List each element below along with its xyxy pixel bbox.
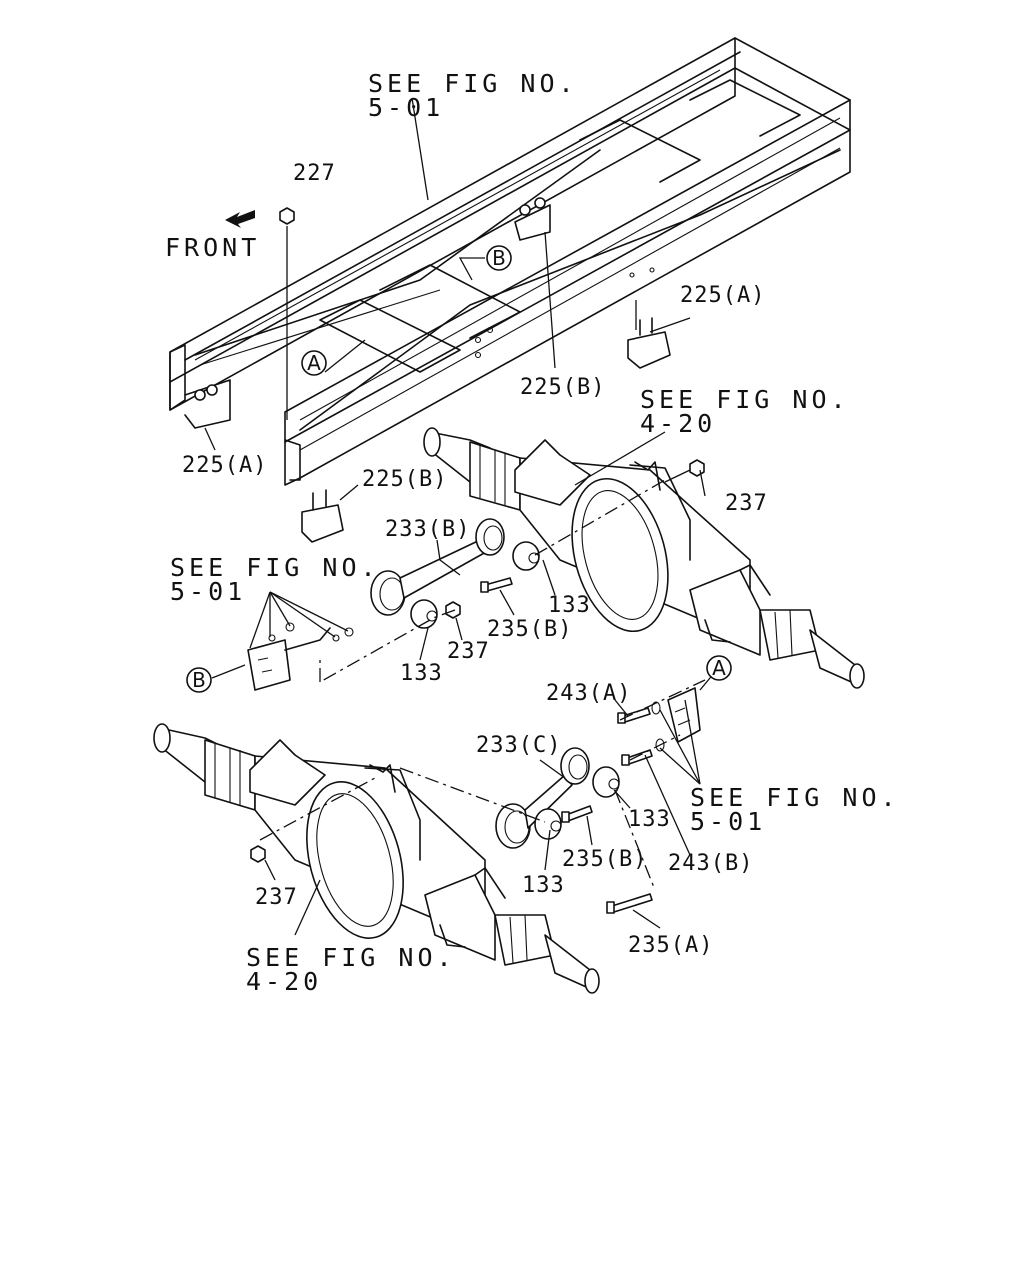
ref-label-2-line2: 4-20 xyxy=(640,409,716,438)
leader-lines xyxy=(204,97,716,936)
chassis-frame xyxy=(169,37,851,486)
part-227: 227 xyxy=(293,161,336,186)
part-133-lower-right: 133 xyxy=(628,807,671,832)
svg-text:B: B xyxy=(492,246,506,270)
part-235a: 235(A) xyxy=(628,933,713,958)
svg-text:B: B xyxy=(192,668,206,692)
part-237-upper: 237 xyxy=(725,491,768,516)
torque-rod-233b xyxy=(370,518,540,629)
nut-237-upper xyxy=(664,459,705,483)
nut-227 xyxy=(279,207,295,420)
lower-axle xyxy=(153,723,600,994)
part-225b-top: 225(B) xyxy=(520,375,605,400)
front-label: FRONT xyxy=(165,233,260,262)
ref-label-3-line1: SEE FIG NO. xyxy=(170,553,380,582)
callout-b-frame: B xyxy=(486,245,512,271)
centerlines-lower xyxy=(259,679,706,891)
part-243a: 243(A) xyxy=(546,681,631,706)
part-233c: 233(C) xyxy=(476,733,561,758)
mount-block-left xyxy=(301,489,344,543)
part-133-upper-left: 133 xyxy=(400,661,443,686)
part-235b-upper: 235(B) xyxy=(487,617,572,642)
torque-rod-233c xyxy=(250,687,701,914)
mount-block-right xyxy=(627,300,671,369)
part-243b: 243(B) xyxy=(668,851,753,876)
part-233b: 233(B) xyxy=(385,517,470,542)
ref-label-5-line1: SEE FIG NO. xyxy=(246,943,456,972)
bracket-b xyxy=(247,622,354,691)
part-225b-left: 225(B) xyxy=(362,467,447,492)
ref-label-1-line2: 5-01 xyxy=(368,93,444,122)
part-133-upper-right: 133 xyxy=(548,593,591,618)
labels: SEE FIG NO. 5-01 FRONT 227 225(A) 225(B)… xyxy=(165,69,900,996)
part-237-mid: 237 xyxy=(447,639,490,664)
ref-label-3-line2: 5-01 xyxy=(170,577,246,606)
upper-axle xyxy=(423,427,865,689)
part-225a-left: 225(A) xyxy=(182,453,267,478)
part-235b-lower: 235(B) xyxy=(562,847,647,872)
ref-label-2-line1: SEE FIG NO. xyxy=(640,385,850,414)
ref-label-4-line2: 5-01 xyxy=(690,807,766,836)
callout-a-frame: A xyxy=(301,350,327,376)
part-225a-right: 225(A) xyxy=(680,283,765,308)
front-arrow-icon xyxy=(225,210,255,228)
ref-label-5-line2: 4-20 xyxy=(246,967,322,996)
callout-a-bracket: A xyxy=(706,655,732,681)
ref-label-4-line1: SEE FIG NO. xyxy=(690,783,900,812)
part-133-lower-left: 133 xyxy=(522,873,565,898)
part-237-lower: 237 xyxy=(255,885,298,910)
svg-text:A: A xyxy=(307,351,321,375)
ref-label-1-line1: SEE FIG NO. xyxy=(368,69,578,98)
centerlines-upper xyxy=(319,479,666,683)
callout-b-bracket: B xyxy=(186,667,212,693)
svg-text:A: A xyxy=(712,656,726,680)
